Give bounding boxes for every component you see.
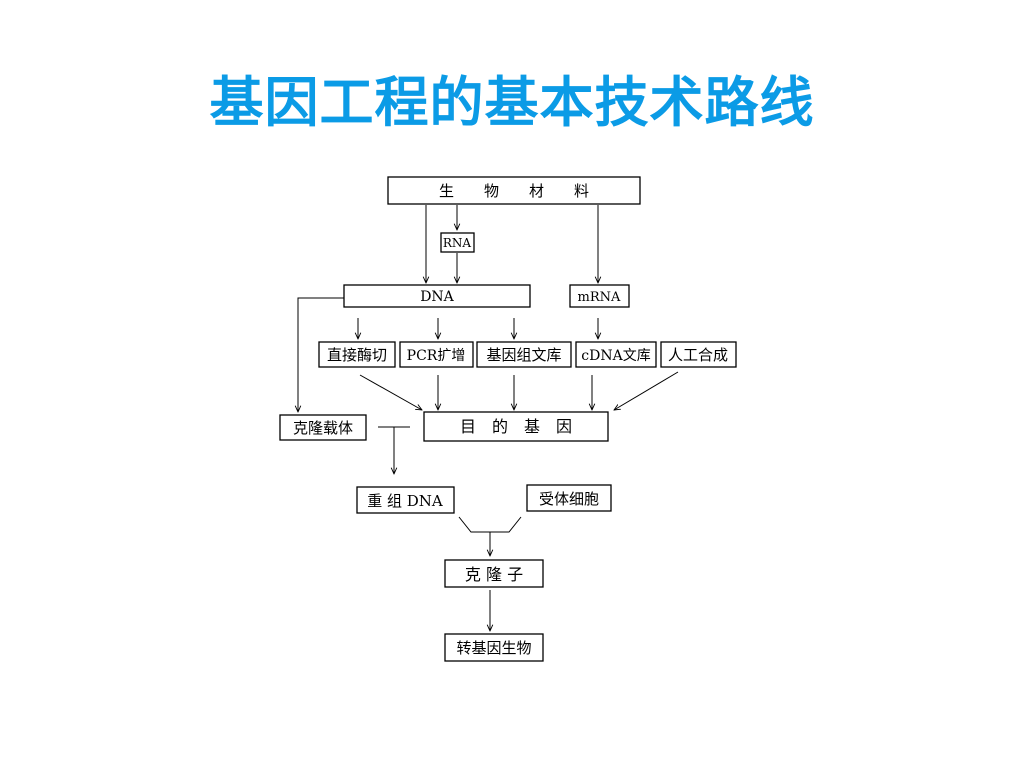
node-rna: RNA — [440, 232, 475, 253]
node-label: 目 的 基 因 — [460, 417, 572, 436]
node-cloning-vector: 克隆载体 — [279, 414, 367, 441]
arrow-direct-digestion-to-target — [359, 374, 422, 410]
node-label: RNA — [443, 236, 472, 250]
node-label: 生 物 材 料 — [439, 182, 589, 200]
node-genomic-library: 基因组文库 — [476, 341, 572, 368]
node-label: PCR扩增 — [407, 348, 466, 364]
node-label: 重 组 DNA — [367, 492, 443, 510]
node-cdna-library: cDNA文库 — [575, 341, 657, 368]
node-biological-material: 生 物 材 料 — [387, 176, 641, 205]
node-target-gene: 目 的 基 因 — [423, 411, 609, 442]
node-mrna: mRNA — [569, 284, 630, 308]
node-pcr-amplification: PCR扩增 — [399, 341, 474, 368]
node-label: cDNA文库 — [581, 348, 650, 364]
slide-title: 基因工程的基本技术路线 — [209, 70, 815, 134]
node-label: 基因组文库 — [486, 346, 561, 364]
node-recipient-cell: 受体细胞 — [526, 484, 612, 512]
node-label: 人工合成 — [668, 346, 728, 364]
join-recombinant-recipient — [458, 516, 522, 533]
node-dna: DNA — [343, 284, 531, 308]
node-label: mRNA — [578, 290, 621, 305]
node-clone: 克 隆 子 — [444, 559, 544, 588]
node-label: 受体细胞 — [539, 490, 599, 508]
node-direct-digestion: 直接酶切 — [318, 341, 396, 368]
node-label: 克隆载体 — [293, 419, 353, 437]
node-transgenic-organism: 转基因生物 — [444, 633, 544, 662]
node-recombinant-dna: 重 组 DNA — [356, 486, 455, 514]
node-label: 直接酶切 — [327, 346, 387, 364]
arrow-dna-to-cloning-vector — [298, 297, 344, 412]
connectors — [298, 205, 679, 631]
arrow-synthesis-to-target — [614, 371, 679, 410]
node-artificial-synthesis: 人工合成 — [660, 341, 737, 368]
node-label: DNA — [420, 289, 454, 305]
node-label: 转基因生物 — [456, 639, 531, 657]
node-label: 克 隆 子 — [465, 565, 523, 584]
